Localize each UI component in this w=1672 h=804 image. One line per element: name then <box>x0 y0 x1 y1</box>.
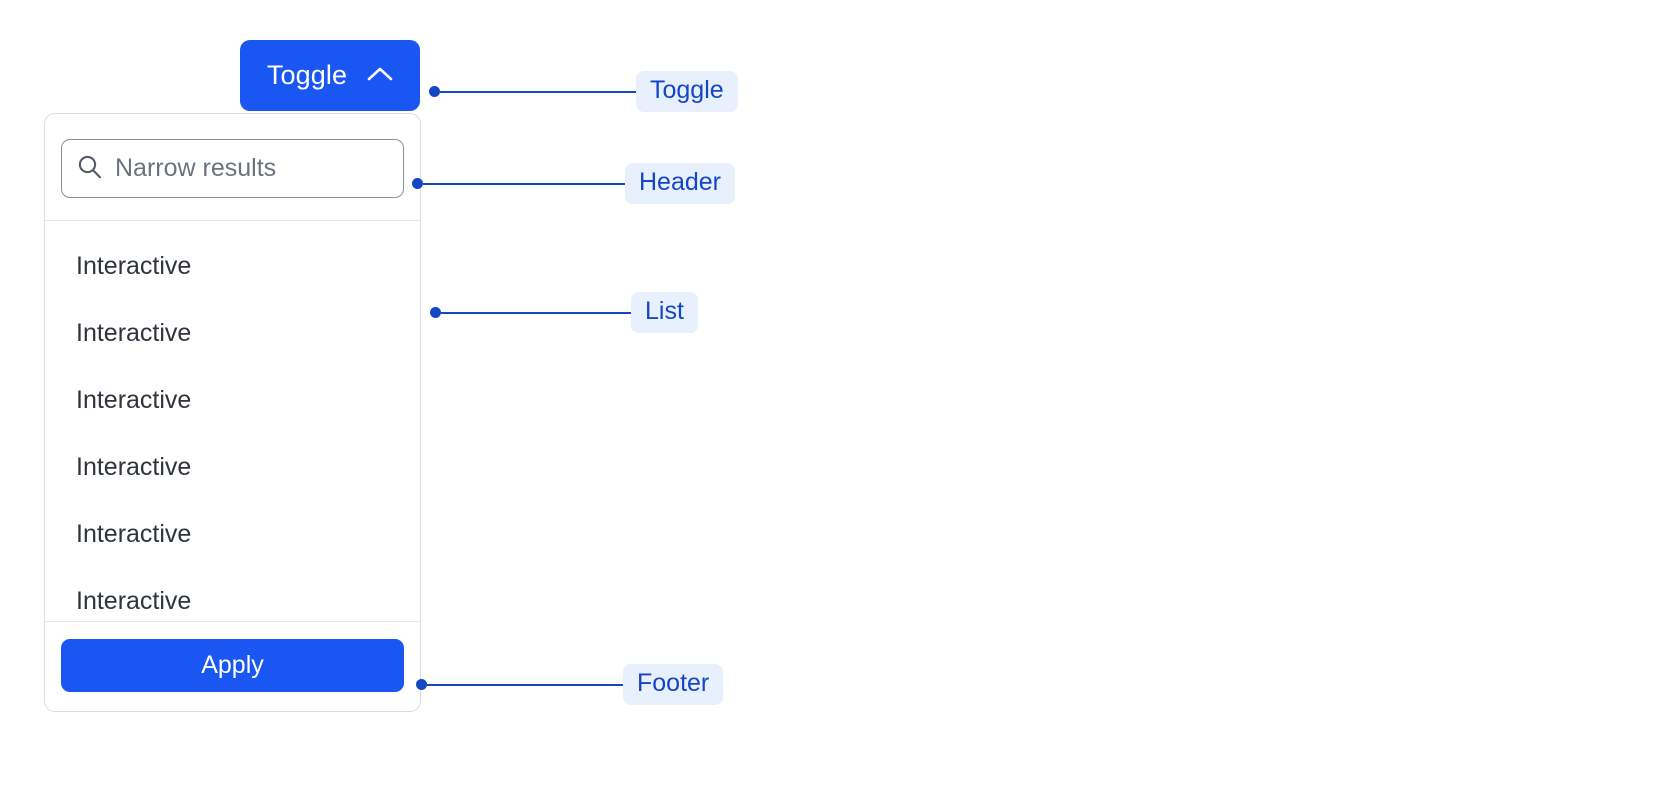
list-item[interactable]: Interactive <box>45 367 420 434</box>
list-item-label: Interactive <box>76 453 192 481</box>
toggle-button[interactable]: Toggle <box>240 40 420 111</box>
callout-dot <box>416 679 427 690</box>
dropdown-header <box>45 114 420 221</box>
apply-button[interactable]: Apply <box>61 639 404 692</box>
callout-label: Footer <box>623 664 724 705</box>
toggle-button-label: Toggle <box>266 60 348 90</box>
search-field[interactable] <box>61 139 404 198</box>
list-item[interactable]: Interactive <box>45 233 420 300</box>
callout-toggle: Toggle <box>429 71 738 112</box>
search-input[interactable] <box>115 154 389 183</box>
chevron-up-icon <box>367 66 393 85</box>
dropdown-list: Interactive Interactive Interactive Inte… <box>45 221 420 621</box>
search-icon <box>76 153 103 185</box>
callout-label: Toggle <box>636 71 738 112</box>
list-item[interactable]: Interactive <box>45 434 420 501</box>
callout-line <box>440 90 636 93</box>
list-item-label: Interactive <box>76 319 192 347</box>
list-item-label: Interactive <box>76 386 192 414</box>
callout-header: Header <box>412 163 735 204</box>
callout-footer: Footer <box>416 664 724 705</box>
callout-label: List <box>631 292 698 333</box>
list-item-label: Interactive <box>76 252 192 280</box>
callout-dot <box>412 178 423 189</box>
callout-dot <box>429 86 440 97</box>
callout-list: List <box>430 292 698 333</box>
callout-line <box>423 182 625 185</box>
list-item-label: Interactive <box>76 587 192 615</box>
callout-label: Header <box>625 163 735 204</box>
callout-dot <box>430 307 441 318</box>
list-item-label: Interactive <box>76 520 192 548</box>
dropdown-panel: Interactive Interactive Interactive Inte… <box>44 113 421 712</box>
list-item[interactable]: Interactive <box>45 501 420 568</box>
callout-line <box>441 311 631 314</box>
callout-line <box>427 683 623 686</box>
list-item[interactable]: Interactive <box>45 568 420 621</box>
list-item[interactable]: Interactive <box>45 300 420 367</box>
dropdown-footer: Apply <box>45 621 420 711</box>
